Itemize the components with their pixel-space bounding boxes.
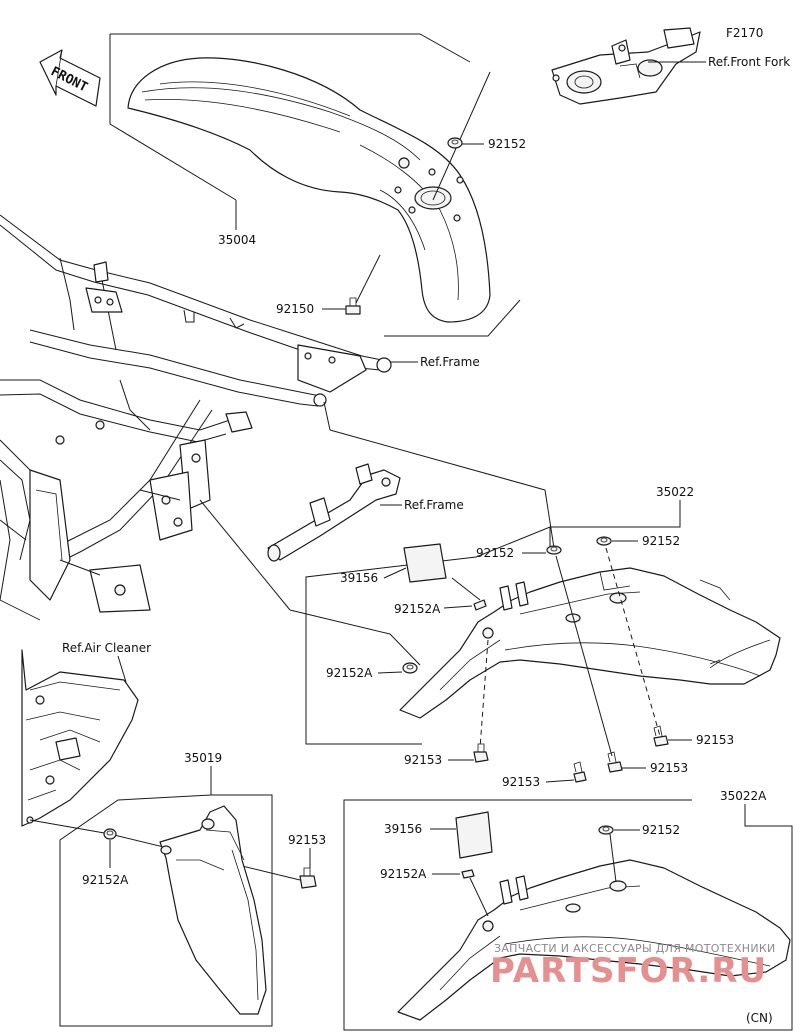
rear-fender-group bbox=[305, 500, 781, 749]
rear-fender-alt-part bbox=[397, 859, 791, 1021]
rear-bolt-4-icon bbox=[653, 725, 669, 747]
flap-part bbox=[159, 805, 267, 1015]
flap-grommet-label: 92152A bbox=[82, 873, 129, 887]
rear-alt-grommet-icon bbox=[461, 869, 475, 879]
front-fender-part bbox=[127, 57, 491, 323]
rear-alt-collar-label: 92152 bbox=[642, 823, 680, 837]
rear-pad-label: 39156 bbox=[340, 571, 378, 585]
flap-bolt-icon bbox=[299, 867, 317, 889]
diagram-code: F2170 bbox=[726, 26, 763, 40]
flap-bolt-label: 92153 bbox=[288, 833, 326, 847]
rear-fender-alt-label: 35022A bbox=[720, 789, 767, 803]
rear-alt-pad-icon bbox=[455, 811, 493, 859]
rear-bolt-1-label: 92153 bbox=[404, 753, 442, 767]
front-fender-label: 35004 bbox=[218, 233, 256, 247]
ref-air-cleaner-label: Ref.Air Cleaner bbox=[62, 641, 151, 655]
rear-grommet-2-icon bbox=[402, 662, 418, 674]
rear-bolt-3-label: 92153 bbox=[650, 761, 688, 775]
fender-washer-icon bbox=[447, 137, 463, 149]
rear-bolt-1-icon bbox=[473, 743, 489, 763]
rear-fender-label: 35022 bbox=[656, 485, 694, 499]
fender-screw-icon bbox=[345, 297, 361, 315]
fender-washer-label: 92152 bbox=[488, 137, 526, 151]
flap-group bbox=[29, 766, 301, 1027]
flap-label: 35019 bbox=[184, 751, 222, 765]
region-code: (CN) bbox=[746, 1011, 773, 1025]
ref-front-fork-label: Ref.Front Fork bbox=[708, 55, 790, 69]
rear-fender-alt-group bbox=[343, 799, 793, 1031]
rear-bolt-4-label: 92153 bbox=[696, 733, 734, 747]
rear-pad-icon bbox=[403, 543, 447, 583]
flap-grommet-icon bbox=[103, 828, 117, 840]
rear-grommet-1-label: 92152A bbox=[394, 602, 441, 616]
rear-grommet-1-icon bbox=[473, 599, 487, 611]
watermark-tagline: ЗАПЧАСТИ И АКСЕССУАРЫ ДЛЯ МОТОТЕХНИКИ bbox=[494, 942, 776, 955]
rear-bolt-3-icon bbox=[607, 751, 623, 773]
rear-bolt-2-icon bbox=[573, 761, 587, 783]
front-direction-arrow-icon: FRONT bbox=[39, 49, 101, 107]
front-fender-group bbox=[109, 33, 521, 337]
ref-frame-top-label: Ref.Frame bbox=[420, 355, 480, 369]
frame-assembly-icon bbox=[0, 214, 392, 621]
rear-alt-pad-label: 39156 bbox=[384, 822, 422, 836]
frame-bracket-icon bbox=[267, 463, 401, 562]
rear-collar-2-label: 92152 bbox=[642, 534, 680, 548]
rear-alt-collar-icon bbox=[598, 825, 614, 835]
watermark-logo: PARTSFOR.RU bbox=[490, 951, 767, 991]
rear-grommet-2-label: 92152A bbox=[326, 666, 373, 680]
rear-collar-1-icon bbox=[546, 545, 562, 555]
fender-screw-label: 92150 bbox=[276, 302, 314, 316]
ref-frame-mid-label: Ref.Frame bbox=[404, 498, 464, 512]
rear-collar-1-label: 92152 bbox=[476, 546, 514, 560]
rear-alt-grommet-label: 92152A bbox=[380, 867, 427, 881]
rear-collar-2-icon bbox=[596, 536, 612, 546]
rear-bolt-2-label: 92153 bbox=[502, 775, 540, 789]
front-fork-bracket-icon bbox=[551, 27, 701, 105]
